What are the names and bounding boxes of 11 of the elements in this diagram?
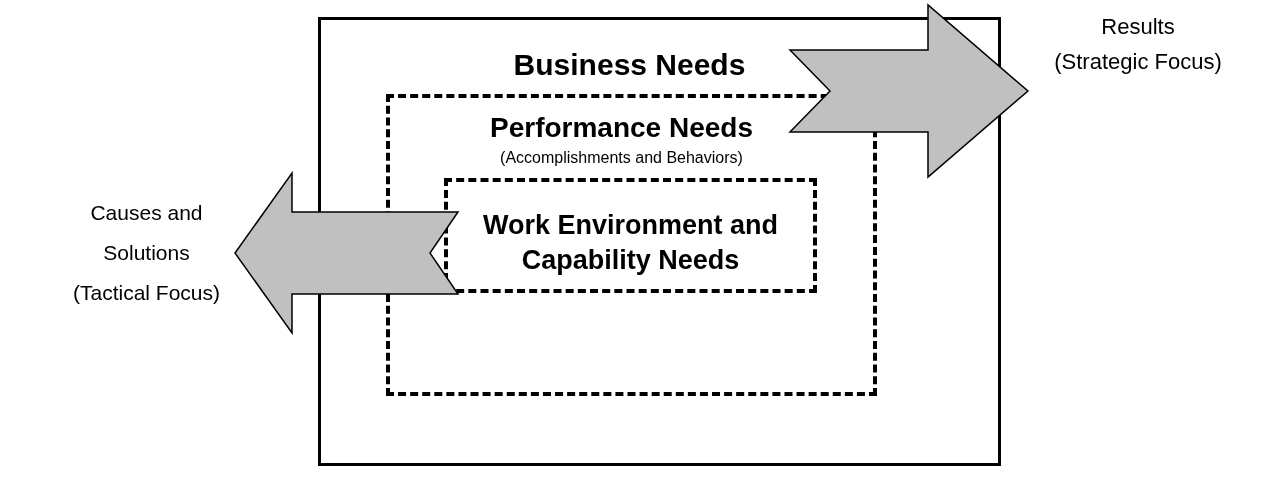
outcome-label: (Tactical Focus) (72, 279, 221, 306)
block-arrow (788, 3, 1030, 179)
outcome-label: (Strategic Focus) (1053, 48, 1223, 77)
box-heading: Performance Needs (489, 114, 754, 142)
outcome-label: Results (1100, 13, 1176, 41)
box-heading: Work Environment and Capability Needs (481, 209, 779, 278)
box-subtitle: (Accomplishments and Behaviors) (499, 150, 744, 166)
block-arrow (234, 170, 460, 336)
outcome-label: Causes and Solutions (89, 200, 204, 267)
outer-box (318, 17, 1001, 466)
box-heading: Business Needs (512, 50, 747, 80)
